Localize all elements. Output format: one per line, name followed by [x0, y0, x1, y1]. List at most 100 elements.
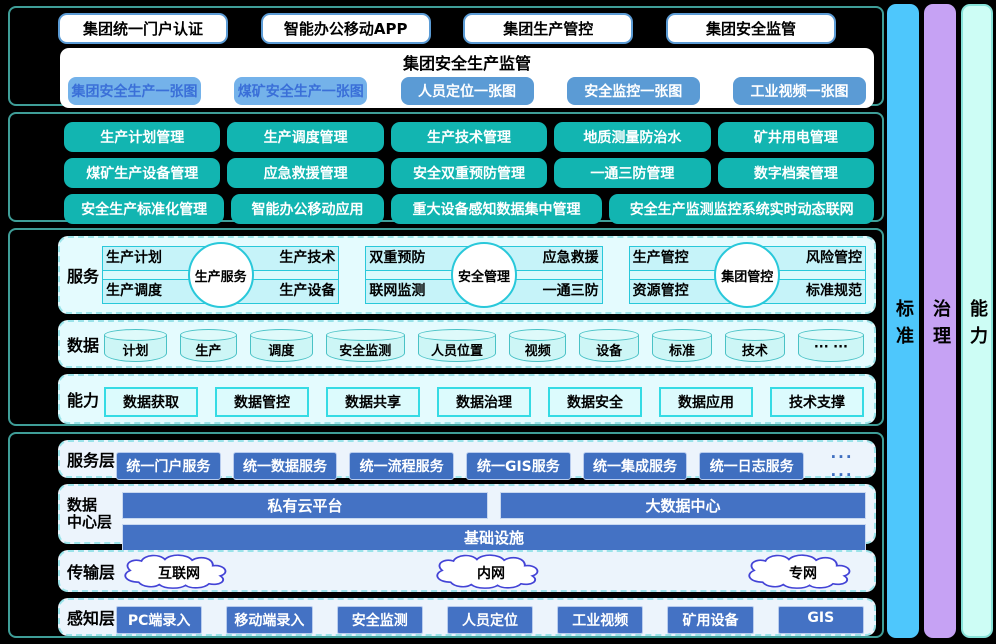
app-mobile-office[interactable]: 智能办公移动APP: [260, 13, 431, 44]
capability-panel: 能力 数据获取 数据管控 数据共享 数据治理 数据安全 数据应用 技术支撑: [58, 374, 876, 424]
biz-production-dispatch[interactable]: 生产调度管理: [227, 122, 384, 152]
sense-gis[interactable]: GIS: [777, 606, 864, 634]
infrastructure-bar[interactable]: 基础设施: [122, 524, 866, 551]
cloud-icon: 互联网: [118, 554, 240, 590]
transport-clouds-row: 互联网 内网 专网: [118, 552, 874, 590]
business-row-1: 生产计划管理 生产调度管理 生产技术管理 地质测量防治水 矿井用电管理: [10, 122, 882, 152]
biz-emergency-rescue[interactable]: 应急救援管理: [227, 158, 384, 188]
datacenter-content: 私有云平台 大数据中心 基础设施: [122, 486, 874, 551]
map-coalmine-safety[interactable]: 煤矿安全生产一张图: [234, 77, 368, 105]
svc-production-dispatch[interactable]: 生产调度: [102, 279, 209, 304]
database-icon: 调度: [249, 329, 313, 362]
svc-emergency-rescue[interactable]: 应急救援: [495, 246, 603, 271]
sense-industrial-video[interactable]: 工业视频: [557, 606, 644, 634]
private-cloud-bar[interactable]: 私有云平台: [122, 492, 488, 519]
biz-dual-prevention[interactable]: 安全双重预防管理: [390, 158, 548, 188]
circle-safety-management: 安全管理: [450, 242, 517, 308]
db-personnel-location: 人员位置: [431, 344, 484, 359]
sense-safety-monitoring[interactable]: 安全监测: [336, 606, 423, 634]
service-group-group-control: 生产管控 风险管控 资源管控 标准规范 集团管控: [628, 242, 866, 308]
db-equipment: 设备: [596, 344, 623, 359]
sense-mine-equipment[interactable]: 矿用设备: [667, 606, 754, 634]
database-icon: 标准: [652, 329, 712, 362]
app-portal-auth[interactable]: 集团统一门户认证: [58, 13, 228, 44]
data-stores-row: 计划 生产 调度 安全监测 人员位置 视频 设备 标准 技术 ··· ···: [104, 322, 874, 362]
srv-unified-integration[interactable]: 统一集成服务: [582, 452, 688, 480]
cap-tech-support[interactable]: 技术支撑: [770, 387, 864, 417]
srv-unified-data[interactable]: 统一数据服务: [232, 452, 338, 480]
app-entry-row: 集团统一门户认证 智能办公移动APP 集团生产管控 集团安全监管: [10, 8, 882, 44]
group-apps-section: 集团统一门户认证 智能办公移动APP 集团生产管控 集团安全监管 集团安全生产监…: [8, 6, 884, 108]
cap-data-security[interactable]: 数据安全: [548, 387, 642, 417]
srv-unified-gis[interactable]: 统一GIS服务: [466, 452, 571, 480]
cap-data-governance[interactable]: 数据治理: [437, 387, 531, 417]
safety-supervision-panel-title: 集团安全生产监管: [402, 54, 531, 73]
service-panel: 服务 生产计划 生产技术 生产调度 生产设备 生产服务 双重预防 应急救援: [58, 236, 876, 314]
db-more: ··· ···: [813, 340, 848, 355]
biz-realtime-network-monitoring[interactable]: 安全生产监测监控系统实时动态联网: [609, 194, 874, 224]
biz-geology-water[interactable]: 地质测量防治水: [554, 122, 711, 152]
database-icon: 设备: [579, 329, 640, 362]
sense-mobile-entry[interactable]: 移动端录入: [226, 606, 313, 634]
side-bar-capability-label: 能力: [967, 298, 988, 353]
biz-mine-power[interactable]: 矿井用电管理: [717, 122, 875, 152]
database-icon: 技术: [724, 329, 785, 362]
service-layer-panel: 服务层 统一门户服务 统一数据服务 统一流程服务 统一GIS服务 统一集成服务 …: [58, 440, 876, 484]
business-row-3: 安全生产标准化管理 智能办公移动应用 重大设备感知数据集中管理 安全生产监测监控…: [10, 194, 882, 224]
srv-unified-process[interactable]: 统一流程服务: [349, 452, 455, 480]
db-plan: 计划: [122, 344, 149, 359]
map-personnel-location[interactable]: 人员定位一张图: [400, 77, 534, 105]
cap-data-application[interactable]: 数据应用: [659, 387, 753, 417]
cloud-internet: 互联网: [158, 566, 200, 582]
srv-unified-log[interactable]: 统一日志服务: [699, 452, 805, 480]
map-safety-monitoring[interactable]: 安全监控一张图: [566, 77, 700, 105]
sense-personnel-location[interactable]: 人员定位: [446, 606, 534, 634]
perception-layer-label: 感知层: [67, 609, 116, 628]
db-video: 视频: [524, 344, 551, 359]
svc-production-equipment[interactable]: 生产设备: [232, 279, 340, 304]
service-layer-row: 统一门户服务 统一数据服务 统一流程服务 统一GIS服务 统一集成服务 统一日志…: [116, 442, 874, 484]
biz-digital-archive[interactable]: 数字档案管理: [717, 158, 875, 188]
service-panel-label: 服务: [67, 267, 100, 286]
capability-panel-label: 能力: [67, 391, 100, 410]
service-data-capability-section: 服务 生产计划 生产技术 生产调度 生产设备 生产服务 双重预防 应急救援: [8, 228, 884, 426]
service-groups: 生产计划 生产技术 生产调度 生产设备 生产服务 双重预防 应急救援 联网监测 …: [102, 238, 874, 312]
safety-supervision-panel: 集团安全生产监管 集团安全生产一张图 煤矿安全生产一张图 人员定位一张图 安全监…: [60, 48, 874, 108]
side-bar-governance-label: 治理: [930, 298, 951, 353]
map-group-safety[interactable]: 集团安全生产一张图: [68, 77, 201, 105]
database-icon: 视频: [509, 329, 567, 362]
platform-layers-section: 服务层 统一门户服务 统一数据服务 统一流程服务 统一GIS服务 统一集成服务 …: [8, 432, 884, 638]
biz-equipment-sensing-data[interactable]: 重大设备感知数据集中管理: [390, 194, 603, 224]
app-safety-supervision[interactable]: 集团安全监管: [665, 13, 836, 44]
app-production-control[interactable]: 集团生产管控: [463, 13, 634, 44]
circle-production-service: 生产服务: [187, 242, 254, 308]
cloud-intranet: 内网: [477, 566, 505, 582]
one-map-row: 集团安全生产一张图 煤矿安全生产一张图 人员定位一张图 安全监控一张图 工业视频…: [60, 74, 874, 105]
side-bar-standard: 标准: [887, 4, 919, 638]
database-icon: 生产: [180, 329, 237, 362]
service-group-production: 生产计划 生产技术 生产调度 生产设备 生产服务: [102, 242, 340, 308]
biz-safety-standardization[interactable]: 安全生产标准化管理: [64, 194, 225, 224]
sense-pc-entry[interactable]: PC端录入: [116, 606, 203, 634]
cap-data-sharing[interactable]: 数据共享: [326, 387, 420, 417]
svc-network-monitoring[interactable]: 联网监测: [365, 279, 473, 304]
business-systems-section: 生产计划管理 生产调度管理 生产技术管理 地质测量防治水 矿井用电管理 煤矿生产…: [8, 112, 884, 224]
svc-resource-control[interactable]: 资源管控: [628, 279, 736, 304]
biz-mobile-office-app[interactable]: 智能办公移动应用: [231, 194, 384, 224]
cap-data-control[interactable]: 数据管控: [215, 387, 309, 417]
biz-equipment-mgmt[interactable]: 煤矿生产设备管理: [64, 158, 221, 188]
biz-production-tech[interactable]: 生产技术管理: [390, 122, 548, 152]
bigdata-center-bar[interactable]: 大数据中心: [500, 492, 866, 519]
srv-unified-portal[interactable]: 统一门户服务: [116, 452, 221, 480]
biz-production-plan[interactable]: 生产计划管理: [64, 122, 221, 152]
db-safety-monitoring: 安全监测: [339, 344, 392, 359]
database-icon: 计划: [104, 329, 168, 362]
transport-layer-panel: 传输层 互联网 内网 专网: [58, 550, 876, 592]
db-technology: 技术: [741, 344, 768, 359]
data-panel-label: 数据: [67, 336, 100, 355]
map-industrial-video[interactable]: 工业视频一张图: [733, 77, 866, 105]
biz-ventilation[interactable]: 一通三防管理: [554, 158, 711, 188]
db-production: 生产: [195, 344, 222, 359]
cloud-icon: 内网: [430, 554, 552, 590]
cap-data-acquisition[interactable]: 数据获取: [104, 387, 198, 417]
